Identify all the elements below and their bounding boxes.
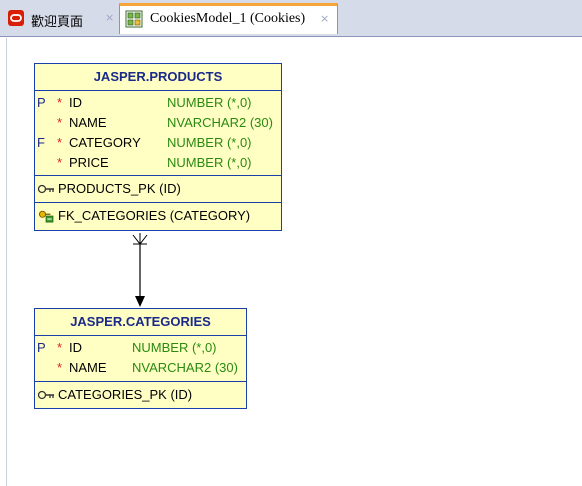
tab-cookies-model[interactable]: CookiesModel_1 (Cookies) × bbox=[119, 3, 338, 34]
key-icon bbox=[37, 390, 54, 400]
key-indicator: P bbox=[37, 340, 46, 355]
required-indicator: * bbox=[57, 95, 63, 110]
column-row[interactable]: * NAME NVARCHAR2 (30) bbox=[35, 359, 246, 377]
column-name: NAME bbox=[69, 360, 107, 375]
oracle-logo-icon bbox=[8, 10, 24, 26]
column-name: CATEGORY bbox=[69, 135, 141, 150]
column-name: ID bbox=[69, 95, 82, 110]
column-type: NVARCHAR2 (30) bbox=[167, 115, 273, 130]
column-row[interactable]: * NAME NVARCHAR2 (30) bbox=[35, 114, 281, 132]
data-model-icon bbox=[125, 10, 143, 28]
table-title: JASPER.PRODUCTS bbox=[35, 64, 281, 91]
column-type: NUMBER (*,0) bbox=[167, 135, 252, 150]
close-icon[interactable]: × bbox=[105, 11, 115, 24]
column-row[interactable]: * PRICE NUMBER (*,0) bbox=[35, 154, 281, 172]
tab-welcome-page[interactable]: 歡迎頁面 × bbox=[3, 4, 117, 32]
column-list: P * ID NUMBER (*,0) * NAME NVARCHAR2 (30… bbox=[35, 336, 246, 382]
column-row[interactable]: P * ID NUMBER (*,0) bbox=[35, 94, 281, 112]
column-type: NUMBER (*,0) bbox=[132, 340, 217, 355]
primary-key-label: PRODUCTS_PK (ID) bbox=[58, 181, 181, 196]
column-type: NVARCHAR2 (30) bbox=[132, 360, 238, 375]
primary-key-label: CATEGORIES_PK (ID) bbox=[58, 387, 193, 402]
tab-welcome-label: 歡迎頁面 bbox=[31, 15, 84, 30]
required-indicator: * bbox=[57, 135, 63, 150]
key-indicator: P bbox=[37, 95, 46, 110]
required-indicator: * bbox=[57, 155, 63, 170]
column-row[interactable]: F * CATEGORY NUMBER (*,0) bbox=[35, 134, 281, 152]
foreign-key-icon bbox=[38, 210, 54, 223]
column-row[interactable]: P * ID NUMBER (*,0) bbox=[35, 339, 246, 357]
required-indicator: * bbox=[57, 360, 63, 375]
column-list: P * ID NUMBER (*,0) * NAME NVARCHAR2 (30… bbox=[35, 91, 281, 176]
categories-table[interactable]: JASPER.CATEGORIES P * ID NUMBER (*,0) * … bbox=[34, 308, 247, 409]
column-type: NUMBER (*,0) bbox=[167, 95, 252, 110]
foreign-key-label: FK_CATEGORIES (CATEGORY) bbox=[58, 208, 251, 223]
column-name: PRICE bbox=[69, 155, 109, 170]
required-indicator: * bbox=[57, 340, 63, 355]
tab-cookies-model-label: CookiesModel_1 (Cookies) bbox=[150, 11, 306, 26]
foreign-key-constraint[interactable]: FK_CATEGORIES (CATEGORY) bbox=[35, 203, 281, 229]
required-indicator: * bbox=[57, 115, 63, 130]
table-title: JASPER.CATEGORIES bbox=[35, 309, 246, 336]
key-icon bbox=[37, 184, 54, 194]
column-type: NUMBER (*,0) bbox=[167, 155, 252, 170]
primary-key-constraint[interactable]: CATEGORIES_PK (ID) bbox=[35, 382, 246, 408]
products-table[interactable]: JASPER.PRODUCTS P * ID NUMBER (*,0) * NA… bbox=[34, 63, 282, 231]
key-indicator: F bbox=[37, 135, 45, 150]
column-name: NAME bbox=[69, 115, 107, 130]
column-name: ID bbox=[69, 340, 82, 355]
close-icon[interactable]: × bbox=[320, 12, 330, 25]
editor-tab-bar: 歡迎頁面 × CookiesModel_1 (Cookies) × bbox=[0, 0, 582, 37]
primary-key-constraint[interactable]: PRODUCTS_PK (ID) bbox=[35, 176, 281, 203]
